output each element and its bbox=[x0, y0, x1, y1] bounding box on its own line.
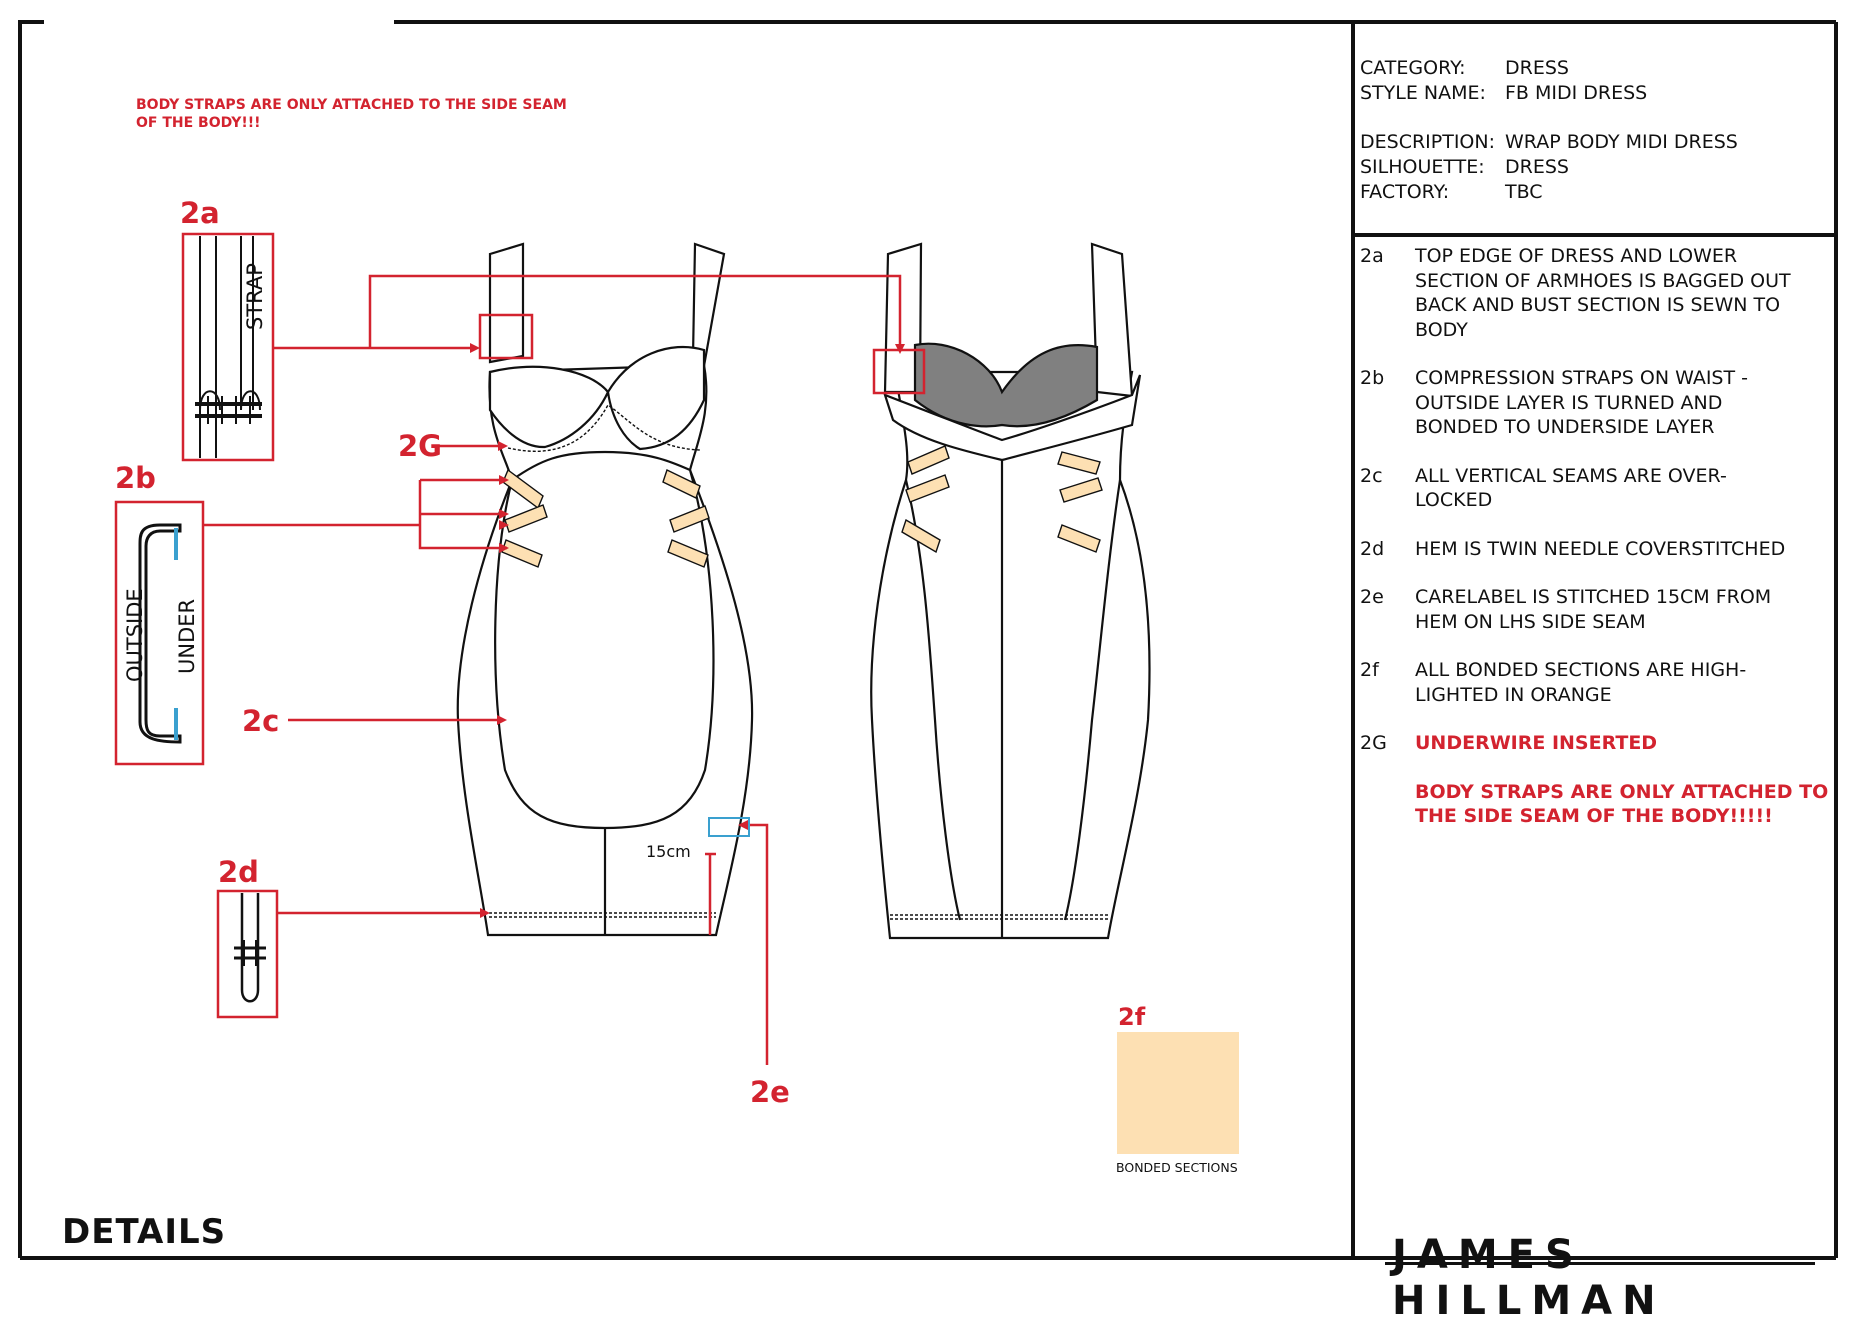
note-text: ALL BONDED SECTIONS ARE HIGH- LIGHTED IN… bbox=[1415, 659, 1747, 706]
note-code: 2f bbox=[1360, 659, 1379, 681]
note-item: 2f ALL BONDED SECTIONS ARE HIGH- LIGHTED … bbox=[1360, 658, 1830, 707]
back-side-panel-left bbox=[904, 479, 962, 921]
note-item: 2c ALL VERTICAL SEAMS ARE OVER- LOCKED bbox=[1360, 464, 1830, 513]
note-item: 2a TOP EDGE OF DRESS AND LOWER SECTION OF… bbox=[1360, 244, 1830, 342]
note-code: 2G bbox=[1360, 732, 1387, 754]
notes-panel: 2a TOP EDGE OF DRESS AND LOWER SECTION OF… bbox=[1360, 244, 1830, 853]
note-code: 2c bbox=[1360, 464, 1383, 487]
callout-2G: 2G bbox=[398, 429, 442, 463]
note-text: HEM IS TWIN NEEDLE COVERSTITCHED bbox=[1415, 537, 1786, 560]
under-label: UNDER bbox=[175, 599, 199, 674]
note-text: UNDERWIRE INSERTED bbox=[1415, 732, 1658, 754]
measure-label: 15cm bbox=[646, 842, 691, 861]
callout-2b: 2b bbox=[115, 461, 156, 495]
spec-description-label: DESCRIPTION: bbox=[1360, 131, 1496, 153]
brand-underline bbox=[1385, 1262, 1815, 1265]
swatch-label: BONDED SECTIONS bbox=[1116, 1160, 1238, 1175]
spec-description: WRAP BODY MIDI DRESS bbox=[1505, 131, 1738, 153]
spec-style-label: STYLE NAME: bbox=[1360, 82, 1486, 104]
callout-2f: 2f bbox=[1118, 1003, 1146, 1031]
front-panel bbox=[494, 450, 715, 830]
spec-category-label: CATEGORY: bbox=[1360, 57, 1466, 79]
back-bodice-band bbox=[883, 374, 1142, 462]
note-text: TOP EDGE OF DRESS AND LOWER SECTION OF A… bbox=[1415, 245, 1791, 341]
callout-2c: 2c bbox=[242, 704, 279, 738]
note-item: 2e CARELABEL IS STITCHED 15CM FROM HEM ON… bbox=[1360, 585, 1830, 634]
note-item: 2G UNDERWIRE INSERTED bbox=[1360, 731, 1830, 756]
detail-box-2b bbox=[114, 500, 205, 766]
care-label-marker bbox=[708, 817, 750, 837]
bonded-swatch bbox=[1117, 1032, 1239, 1154]
note-text: COMPRESSION STRAPS ON WAIST - OUTSIDE LA… bbox=[1415, 367, 1748, 438]
outside-label: OUTSIDE bbox=[123, 588, 147, 682]
note-code: 2e bbox=[1360, 586, 1384, 608]
note-code: 2b bbox=[1360, 367, 1385, 389]
callout-2d: 2d bbox=[218, 855, 259, 889]
spec-silhouette-label: SILHOUETTE: bbox=[1360, 156, 1485, 178]
tech-sheet-drawing: 2a 2b 2G 2c 2d 2e 2f STRAP OUTSIDE UNDER… bbox=[18, 20, 1838, 1260]
front-cup-left bbox=[488, 365, 610, 449]
front-cup-right bbox=[606, 345, 706, 451]
back-cups bbox=[913, 342, 1099, 428]
detail-box-2a bbox=[181, 232, 275, 462]
spec-panel: CATEGORY:DRESS STYLE NAME:FB MIDI DRESS … bbox=[1360, 56, 1830, 205]
note-code: 2d bbox=[1360, 537, 1385, 560]
notes-footer: BODY STRAPS ARE ONLY ATTACHED TO THE SID… bbox=[1360, 780, 1830, 829]
spec-factory: TBC bbox=[1505, 181, 1543, 203]
back-bonded-straps bbox=[901, 445, 1103, 554]
spec-factory-label: FACTORY: bbox=[1360, 181, 1450, 203]
sheet-frame bbox=[18, 20, 1838, 1260]
brand-logo: JAMES HILLMAN bbox=[1392, 1232, 1666, 1324]
spec-silhouette: DRESS bbox=[1505, 156, 1569, 178]
notes-footer-text: BODY STRAPS ARE ONLY ATTACHED TO THE SID… bbox=[1415, 780, 1829, 828]
note-text: ALL VERTICAL SEAMS ARE OVER- LOCKED bbox=[1415, 464, 1727, 512]
note-item: 2d HEM IS TWIN NEEDLE COVERSTITCHED bbox=[1360, 537, 1830, 562]
detail-box-2d bbox=[216, 889, 279, 1019]
front-dress bbox=[456, 242, 754, 937]
callout-arrowheads bbox=[470, 343, 905, 918]
spec-category: DRESS bbox=[1505, 57, 1569, 79]
front-strap-left bbox=[488, 242, 525, 364]
note-item: 2b COMPRESSION STRAPS ON WAIST - OUTSIDE … bbox=[1360, 366, 1830, 440]
back-dress bbox=[870, 242, 1151, 940]
note-code: 2a bbox=[1360, 245, 1384, 267]
top-warning-note: BODY STRAPS ARE ONLY ATTACHED TO THE SID… bbox=[136, 97, 567, 131]
front-bonded-straps bbox=[501, 468, 710, 568]
callout-2a: 2a bbox=[180, 196, 220, 230]
note-text: CARELABEL IS STITCHED 15CM FROM HEM ON L… bbox=[1415, 586, 1772, 633]
page-title: DETAILS bbox=[62, 1212, 227, 1252]
strap-label: STRAP bbox=[243, 263, 267, 330]
spec-style: FB MIDI DRESS bbox=[1505, 82, 1648, 104]
back-side-panel-right bbox=[1063, 479, 1122, 921]
callout-2e: 2e bbox=[750, 1075, 790, 1109]
